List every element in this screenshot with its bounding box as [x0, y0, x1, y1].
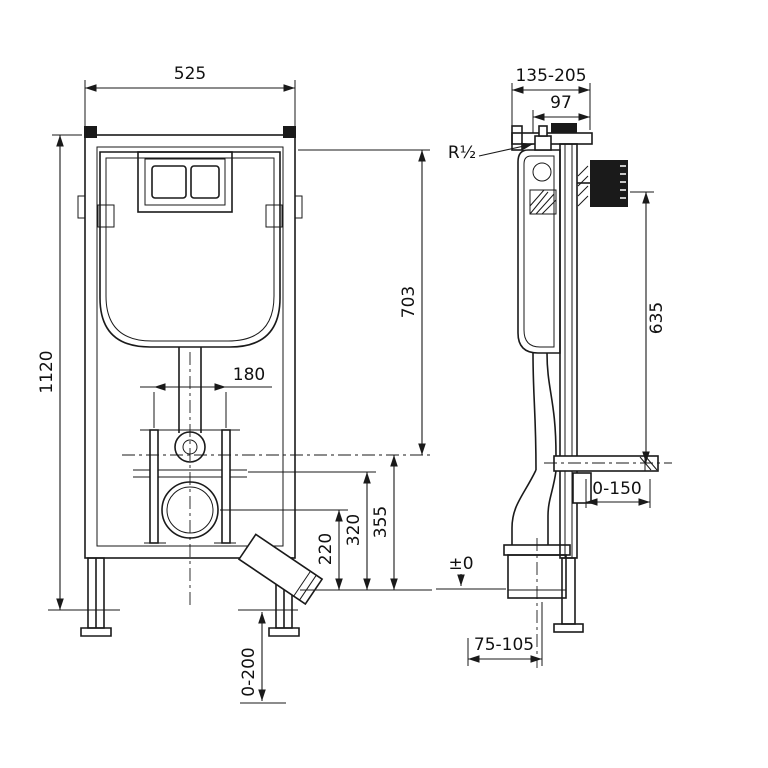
actuator-plate: [590, 160, 628, 207]
flush-plate-outer: [137, 151, 233, 213]
dim-320-label: 320: [344, 514, 364, 546]
dim-0-150-label: 0-150: [592, 479, 641, 499]
cistern-outer: [99, 151, 281, 348]
dim-front-width-label: 525: [174, 64, 206, 84]
outlet-pipe-body: [237, 533, 324, 606]
front-extension-lines: [48, 80, 432, 704]
side-flush-pipe: [532, 352, 557, 471]
side-extension-lines: [467, 83, 654, 666]
dim-0-200-label: 0-200: [239, 647, 259, 696]
dim-97-label: 97: [550, 93, 572, 113]
fill-valve-hatch: [529, 189, 557, 215]
dim-75-105-label: 75-105: [474, 635, 534, 655]
side-cistern-inner: [523, 155, 555, 348]
fill-valve-float: [532, 162, 552, 182]
side-foot: [553, 623, 584, 633]
pipe-clamp: [572, 472, 592, 504]
side-rail-inner: [564, 144, 573, 558]
dim-703-label: 703: [399, 286, 419, 318]
side-fixing-block: [551, 123, 577, 133]
side-leg: [561, 557, 576, 625]
front-fixing-tabs: [84, 126, 296, 138]
flush-plate-inner: [144, 158, 226, 206]
supply-fitting: [534, 135, 552, 151]
outlet-arm: [553, 455, 659, 472]
dim-355-label: 355: [371, 506, 391, 538]
outlet-pipe-flange: [293, 570, 317, 601]
side-view: [436, 123, 672, 668]
supply-nipple: [538, 125, 548, 137]
cistern-inner: [105, 157, 275, 342]
side-centerlines: [536, 462, 672, 668]
flush-button-large: [151, 165, 187, 199]
dim-220-label: 220: [316, 533, 336, 565]
thread-leader-line: [478, 142, 534, 157]
front-frame-outer: [84, 134, 296, 559]
front-view: [77, 126, 430, 637]
front-centerlines: [122, 352, 430, 606]
outlet-pipe-diagonal: [237, 533, 324, 606]
front-side-tabs: [77, 195, 303, 219]
side-dimensions: 135-205 97 R½ 635 0-150 ±0 75-105: [448, 66, 667, 666]
flush-button-small: [190, 165, 220, 199]
trap-bend: [511, 469, 557, 545]
side-wall-hook: [511, 125, 523, 151]
cistern-clips: [97, 204, 283, 228]
actuator-plate-stripes: [620, 165, 626, 199]
floor-level-label: ±0: [448, 554, 473, 574]
side-top-bracket: [511, 132, 593, 145]
threaded-rod-right: [221, 429, 231, 544]
fill-valve-body: [529, 189, 557, 215]
dim-635-label: 635: [647, 302, 667, 334]
side-cistern-outer: [517, 149, 561, 354]
dim-depth-range-label: 135-205: [515, 66, 586, 86]
wall-hatch: [577, 165, 589, 207]
dim-180-label: 180: [233, 365, 265, 385]
front-dimensions: 525 1120 703 180 355 320 220 0-200: [37, 64, 432, 704]
front-feet: [80, 627, 300, 637]
thread-label: R½: [448, 143, 476, 163]
threaded-rod-left: [149, 429, 159, 544]
dim-front-height-label: 1120: [37, 350, 57, 393]
